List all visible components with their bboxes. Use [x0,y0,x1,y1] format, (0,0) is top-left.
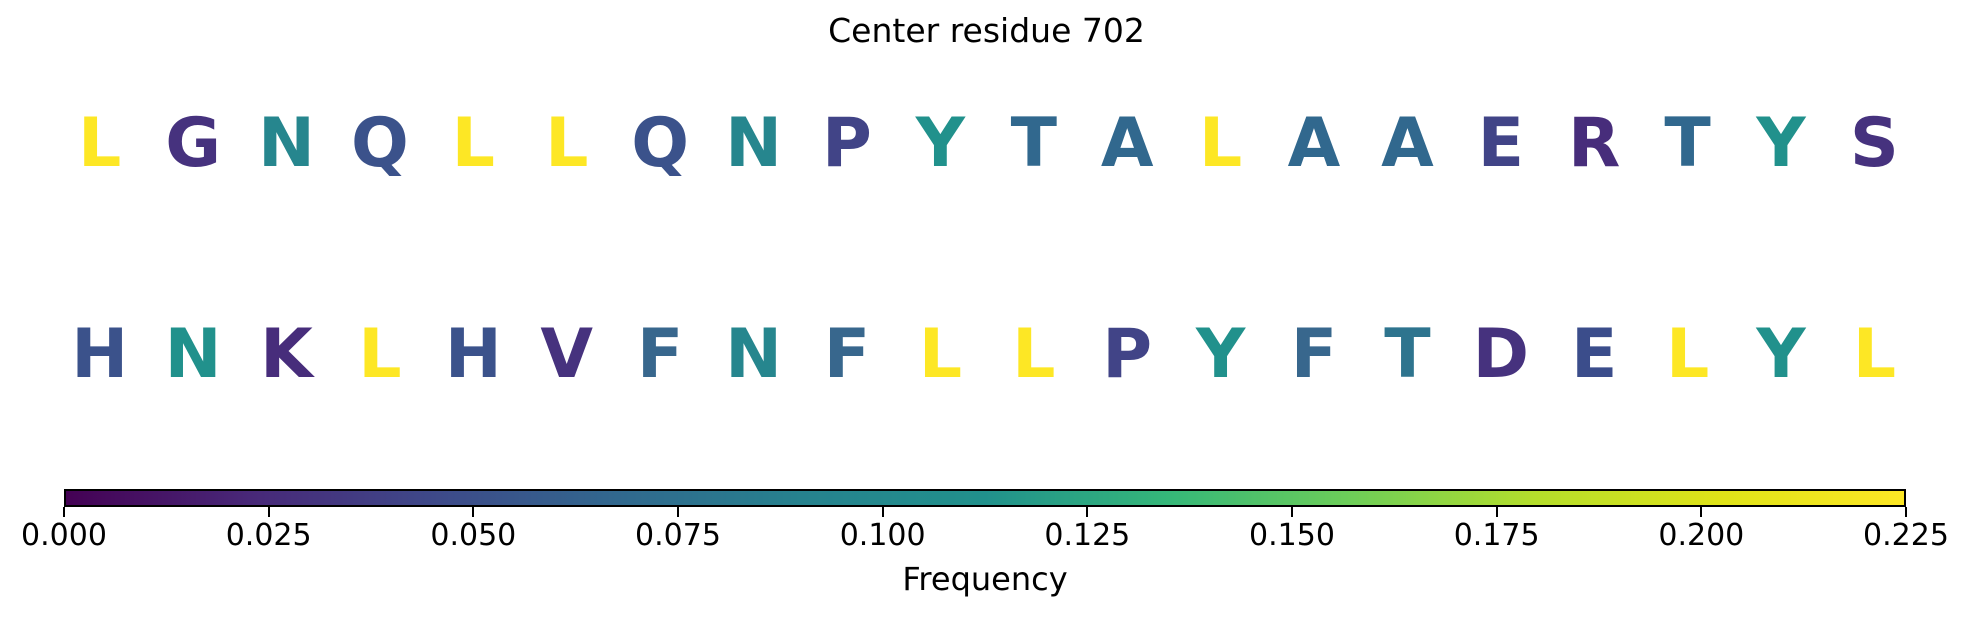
residue-letter: S [1849,104,1899,183]
residue-letter: Q [631,104,690,183]
residue-letter: P [822,104,872,183]
residue-letter: A [1381,104,1434,183]
colorbar-tick-label: 0.100 [839,518,926,553]
colorbar-tick-label: 0.200 [1658,518,1745,553]
residue-letter: L [358,315,402,394]
colorbar-tick-mark [63,507,65,517]
residue-letter: L [1852,315,1897,394]
residue-letter: L [451,104,495,183]
residue-letter: H [444,315,502,394]
residue-letter: N [258,104,315,183]
residue-letter: E [1477,104,1525,183]
colorbar-tick-label: 0.000 [21,518,107,553]
residue-letter: T [1010,104,1057,183]
residue-letter: G [165,104,222,183]
residue-letter: F [823,315,871,394]
residue-letter: K [260,315,313,394]
residue-letter: A [1287,104,1341,183]
colorbar-tick-mark [677,507,679,517]
chart-title: Center residue 702 [828,11,1145,50]
residue-letter: N [725,315,782,394]
colorbar-tick-mark [881,507,884,517]
colorbar-tick-label: 0.025 [225,518,312,553]
residue-letter: F [1290,315,1338,394]
residue-letter: F [636,315,684,394]
residue-letter: L [545,104,589,183]
colorbar-tick-label: 0.075 [635,518,721,553]
residue-letter: Y [1195,315,1246,394]
residue-letter: R [1568,104,1621,183]
colorbar-tick-mark [472,507,475,517]
residue-letter: E [1570,315,1618,394]
residue-letter: D [1472,315,1530,394]
residue-letter: L [78,104,122,183]
residue-letter: L [1665,315,1710,394]
residue-letter: N [164,315,222,394]
residue-letter: L [918,315,963,394]
colorbar-gradient [64,489,1906,507]
colorbar-tick-label: 0.150 [1249,518,1335,553]
residue-letter: P [1102,315,1153,394]
residue-letter: H [71,315,129,394]
residue-letter: T [1664,104,1711,183]
colorbar-tick-mark [1086,507,1089,517]
colorbar-tick-mark [1291,507,1293,517]
colorbar-tick-label: 0.125 [1044,518,1131,553]
residue-letter: Y [915,104,965,183]
residue-letter: N [725,104,782,183]
residue-letter: Y [1756,315,1806,394]
residue-letter: A [1100,104,1154,183]
residue-letter: Q [351,104,409,183]
colorbar-tick-label: 0.225 [1863,518,1949,553]
residue-letter: T [1384,315,1431,394]
colorbar-tick-mark [267,507,270,517]
colorbar-tick-mark [1495,507,1498,517]
residue-letter: L [1012,315,1056,394]
residue-letter: V [540,315,594,394]
residue-letter: L [1198,104,1243,183]
colorbar-tick-label: 0.175 [1453,518,1540,553]
residue-letter: Y [1756,104,1806,183]
colorbar-label: Frequency [902,560,1068,598]
colorbar-tick-mark [1700,507,1703,517]
colorbar-tick-mark [1905,507,1907,517]
colorbar-tick-label: 0.050 [430,518,517,553]
